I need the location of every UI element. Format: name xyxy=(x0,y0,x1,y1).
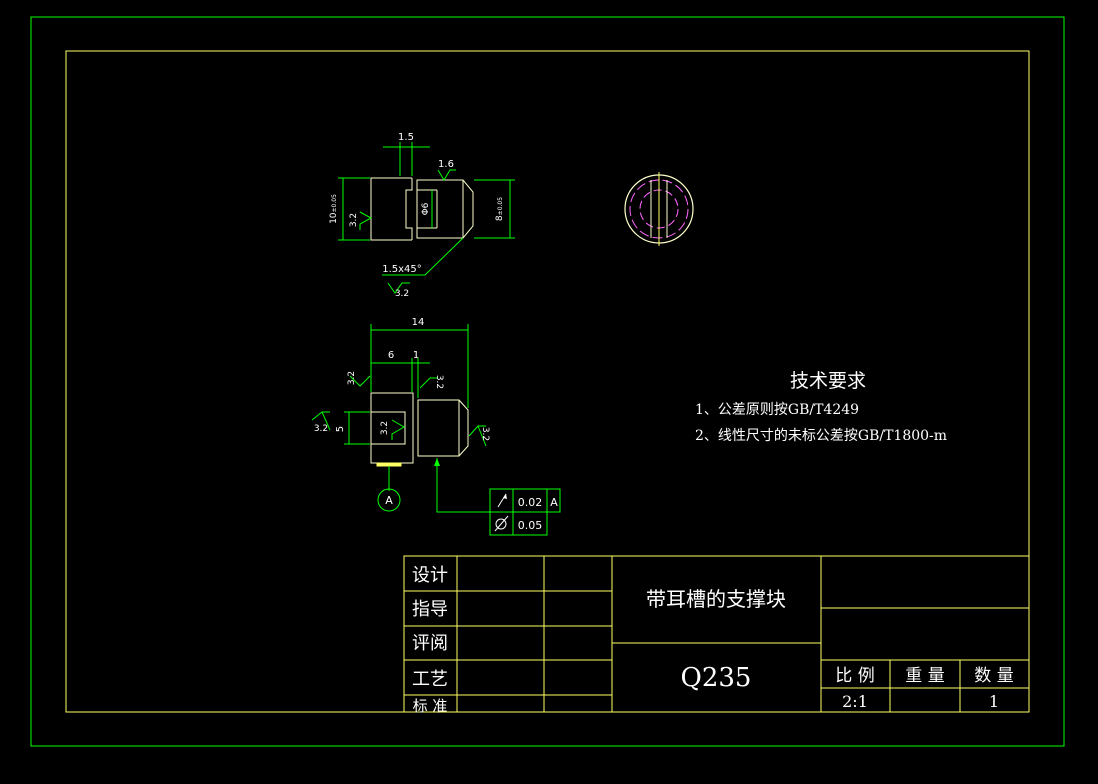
fcf-cylindricity-value: 0.05 xyxy=(518,519,543,532)
front-view-right-body xyxy=(417,399,469,457)
label-standard: 标 准 xyxy=(413,697,448,715)
material: Q235 xyxy=(681,663,752,693)
scale-value: 2:1 xyxy=(842,692,868,711)
datum-label: A xyxy=(385,494,393,507)
fcf-runout-value: 0.02 xyxy=(518,496,543,509)
fcf-runout-datum: A xyxy=(550,496,558,509)
front-view-slot xyxy=(370,411,406,445)
label-quantity: 数 量 xyxy=(974,666,1013,686)
roughness-symbol xyxy=(359,211,373,230)
front-view-left-body xyxy=(370,392,414,464)
quantity-value: 1 xyxy=(989,692,999,711)
roughness-symbol xyxy=(387,282,410,294)
dim-5-label: 5 xyxy=(335,426,346,432)
roughness-1-6-label: 1.6 xyxy=(438,159,454,170)
roughness-symbol xyxy=(437,169,456,181)
fcf-cylindricity-frame xyxy=(489,511,548,536)
part-name: 带耳槽的支撑块 xyxy=(646,587,786,611)
dim-14-label: 14 xyxy=(412,317,425,328)
roughness-symbol xyxy=(311,411,330,421)
front-view: 14 6 1 3.2 3.2 3.2 5 3.2 3.2 A xyxy=(311,317,561,536)
roughness-3-2-b-label: 3.2 xyxy=(434,375,444,389)
label-weight: 重 量 xyxy=(905,666,944,686)
tech-requirement-1: 1、公差原则按GB/T4249 xyxy=(695,402,859,418)
end-view xyxy=(624,172,694,246)
inner-frame xyxy=(65,50,1030,713)
leader xyxy=(321,411,331,431)
tech-requirements: 技术要求 1、公差原则按GB/T4249 2、线性尺寸的未标公差按GB/T180… xyxy=(695,370,947,444)
runout-icon-arrow xyxy=(503,494,507,499)
label-design: 设计 xyxy=(412,565,448,586)
label-scale: 比 例 xyxy=(835,666,874,686)
outer-border xyxy=(30,16,1065,747)
cylindricity-icon xyxy=(495,518,507,530)
roughness-symbol xyxy=(419,377,438,389)
label-process: 工艺 xyxy=(412,669,448,690)
title-block-text: 设计 指导 评阅 工艺 标 准 带耳槽的支撑块 Q235 比 例 重 量 数 量… xyxy=(412,565,1014,715)
label-guide: 指导 xyxy=(412,599,448,620)
chamfer-leader xyxy=(382,237,464,276)
dim-phi6-label: Φ6 xyxy=(421,202,431,215)
dim-1-5-label: 1.5 xyxy=(398,132,414,143)
roughness-symbol xyxy=(391,419,405,440)
front-view-base xyxy=(376,462,402,467)
roughness-3-2-bottom-label: 3.2 xyxy=(395,289,409,299)
leader xyxy=(477,425,487,447)
roughness-3-2-left-label: 3.2 xyxy=(349,213,359,227)
title-block xyxy=(403,555,1030,713)
tech-requirement-2: 2、线性尺寸的未标公差按GB/T1800-m xyxy=(695,428,947,444)
dim-10-label: 10±0.05 xyxy=(329,194,339,224)
top-view-left-body-step xyxy=(405,178,413,240)
roughness-3-2-e-label: 3.2 xyxy=(480,427,490,441)
roughness-symbol xyxy=(349,375,371,387)
label-review: 评阅 xyxy=(412,633,448,654)
datum-circle xyxy=(377,488,401,512)
roughness-3-2-a-label: 3.2 xyxy=(347,371,357,385)
dim-6-label: 6 xyxy=(388,350,394,361)
roughness-3-2-d-label: 3.2 xyxy=(380,421,390,435)
roughness-3-2-c-label: 3.2 xyxy=(314,424,328,434)
cylindricity-icon-slash xyxy=(494,515,509,532)
gdt-leader xyxy=(436,458,490,513)
title-block-frame xyxy=(403,555,1030,713)
dim-8-label: 8±0.05 xyxy=(495,197,505,221)
dim-1-label: 1 xyxy=(413,350,419,361)
gdt-arrow xyxy=(434,458,440,466)
chamfer-label: 1.5x45° xyxy=(382,264,422,275)
top-view: 1.5 1.6 10±0.05 3.2 Φ6 8±0.05 1.5x45° 3.… xyxy=(329,132,515,299)
tech-requirements-title: 技术要求 xyxy=(790,370,866,392)
top-view-left-body xyxy=(370,177,412,241)
